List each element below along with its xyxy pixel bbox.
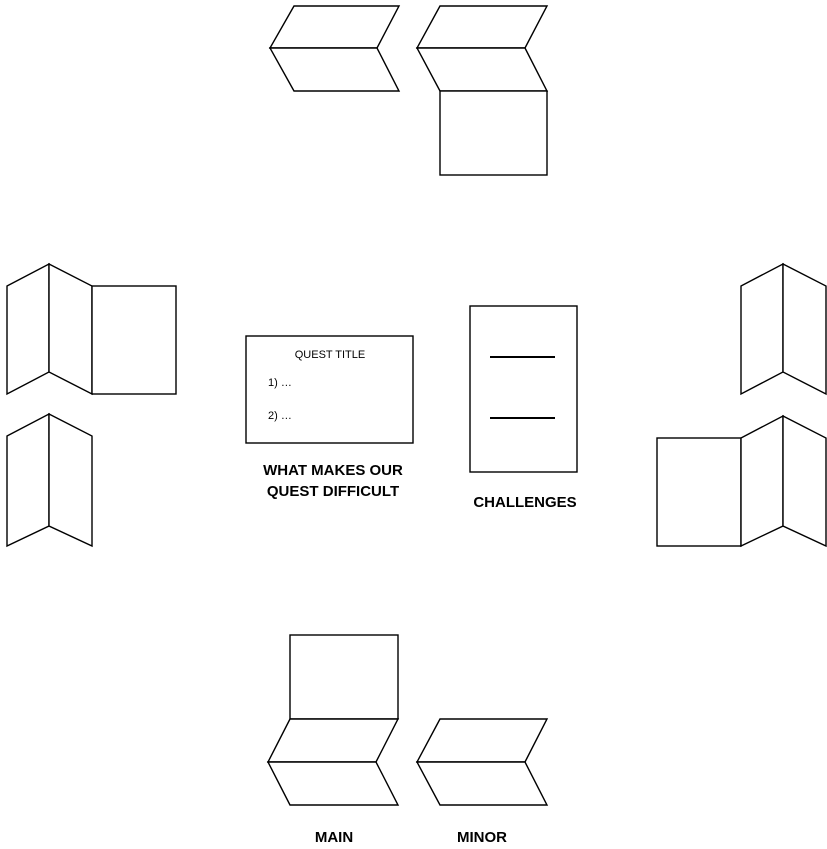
challenges-card bbox=[470, 306, 577, 472]
left-fold-bottom bbox=[7, 414, 92, 546]
quest-difficult-caption-line1: WHAT MAKES OUR bbox=[263, 462, 403, 479]
quest-line-2: 2) … bbox=[268, 410, 292, 422]
quest-title-text: QUEST TITLE bbox=[295, 349, 366, 361]
quest-line-1: 1) … bbox=[268, 377, 292, 389]
bottom-fold-main bbox=[268, 635, 398, 805]
minor-caption: MINOR bbox=[457, 829, 507, 846]
top-fold-right-flap bbox=[440, 91, 547, 175]
top-fold-left bbox=[270, 6, 399, 91]
main-caption: MAIN bbox=[315, 829, 353, 846]
quest-difficult-caption-line2: QUEST DIFFICULT bbox=[267, 483, 399, 500]
challenges-caption: CHALLENGES bbox=[473, 494, 576, 511]
bottom-fold-main-flap bbox=[290, 635, 398, 719]
bottom-fold-minor bbox=[417, 719, 547, 805]
right-fold-bottom bbox=[657, 416, 826, 546]
right-fold-bottom-flap bbox=[657, 438, 741, 546]
quest-title-card: QUEST TITLE 1) … 2) … bbox=[246, 336, 413, 443]
top-fold-right bbox=[417, 6, 547, 175]
left-fold-top bbox=[7, 264, 176, 394]
right-fold-top bbox=[741, 264, 826, 394]
left-fold-top-flap bbox=[92, 286, 176, 394]
